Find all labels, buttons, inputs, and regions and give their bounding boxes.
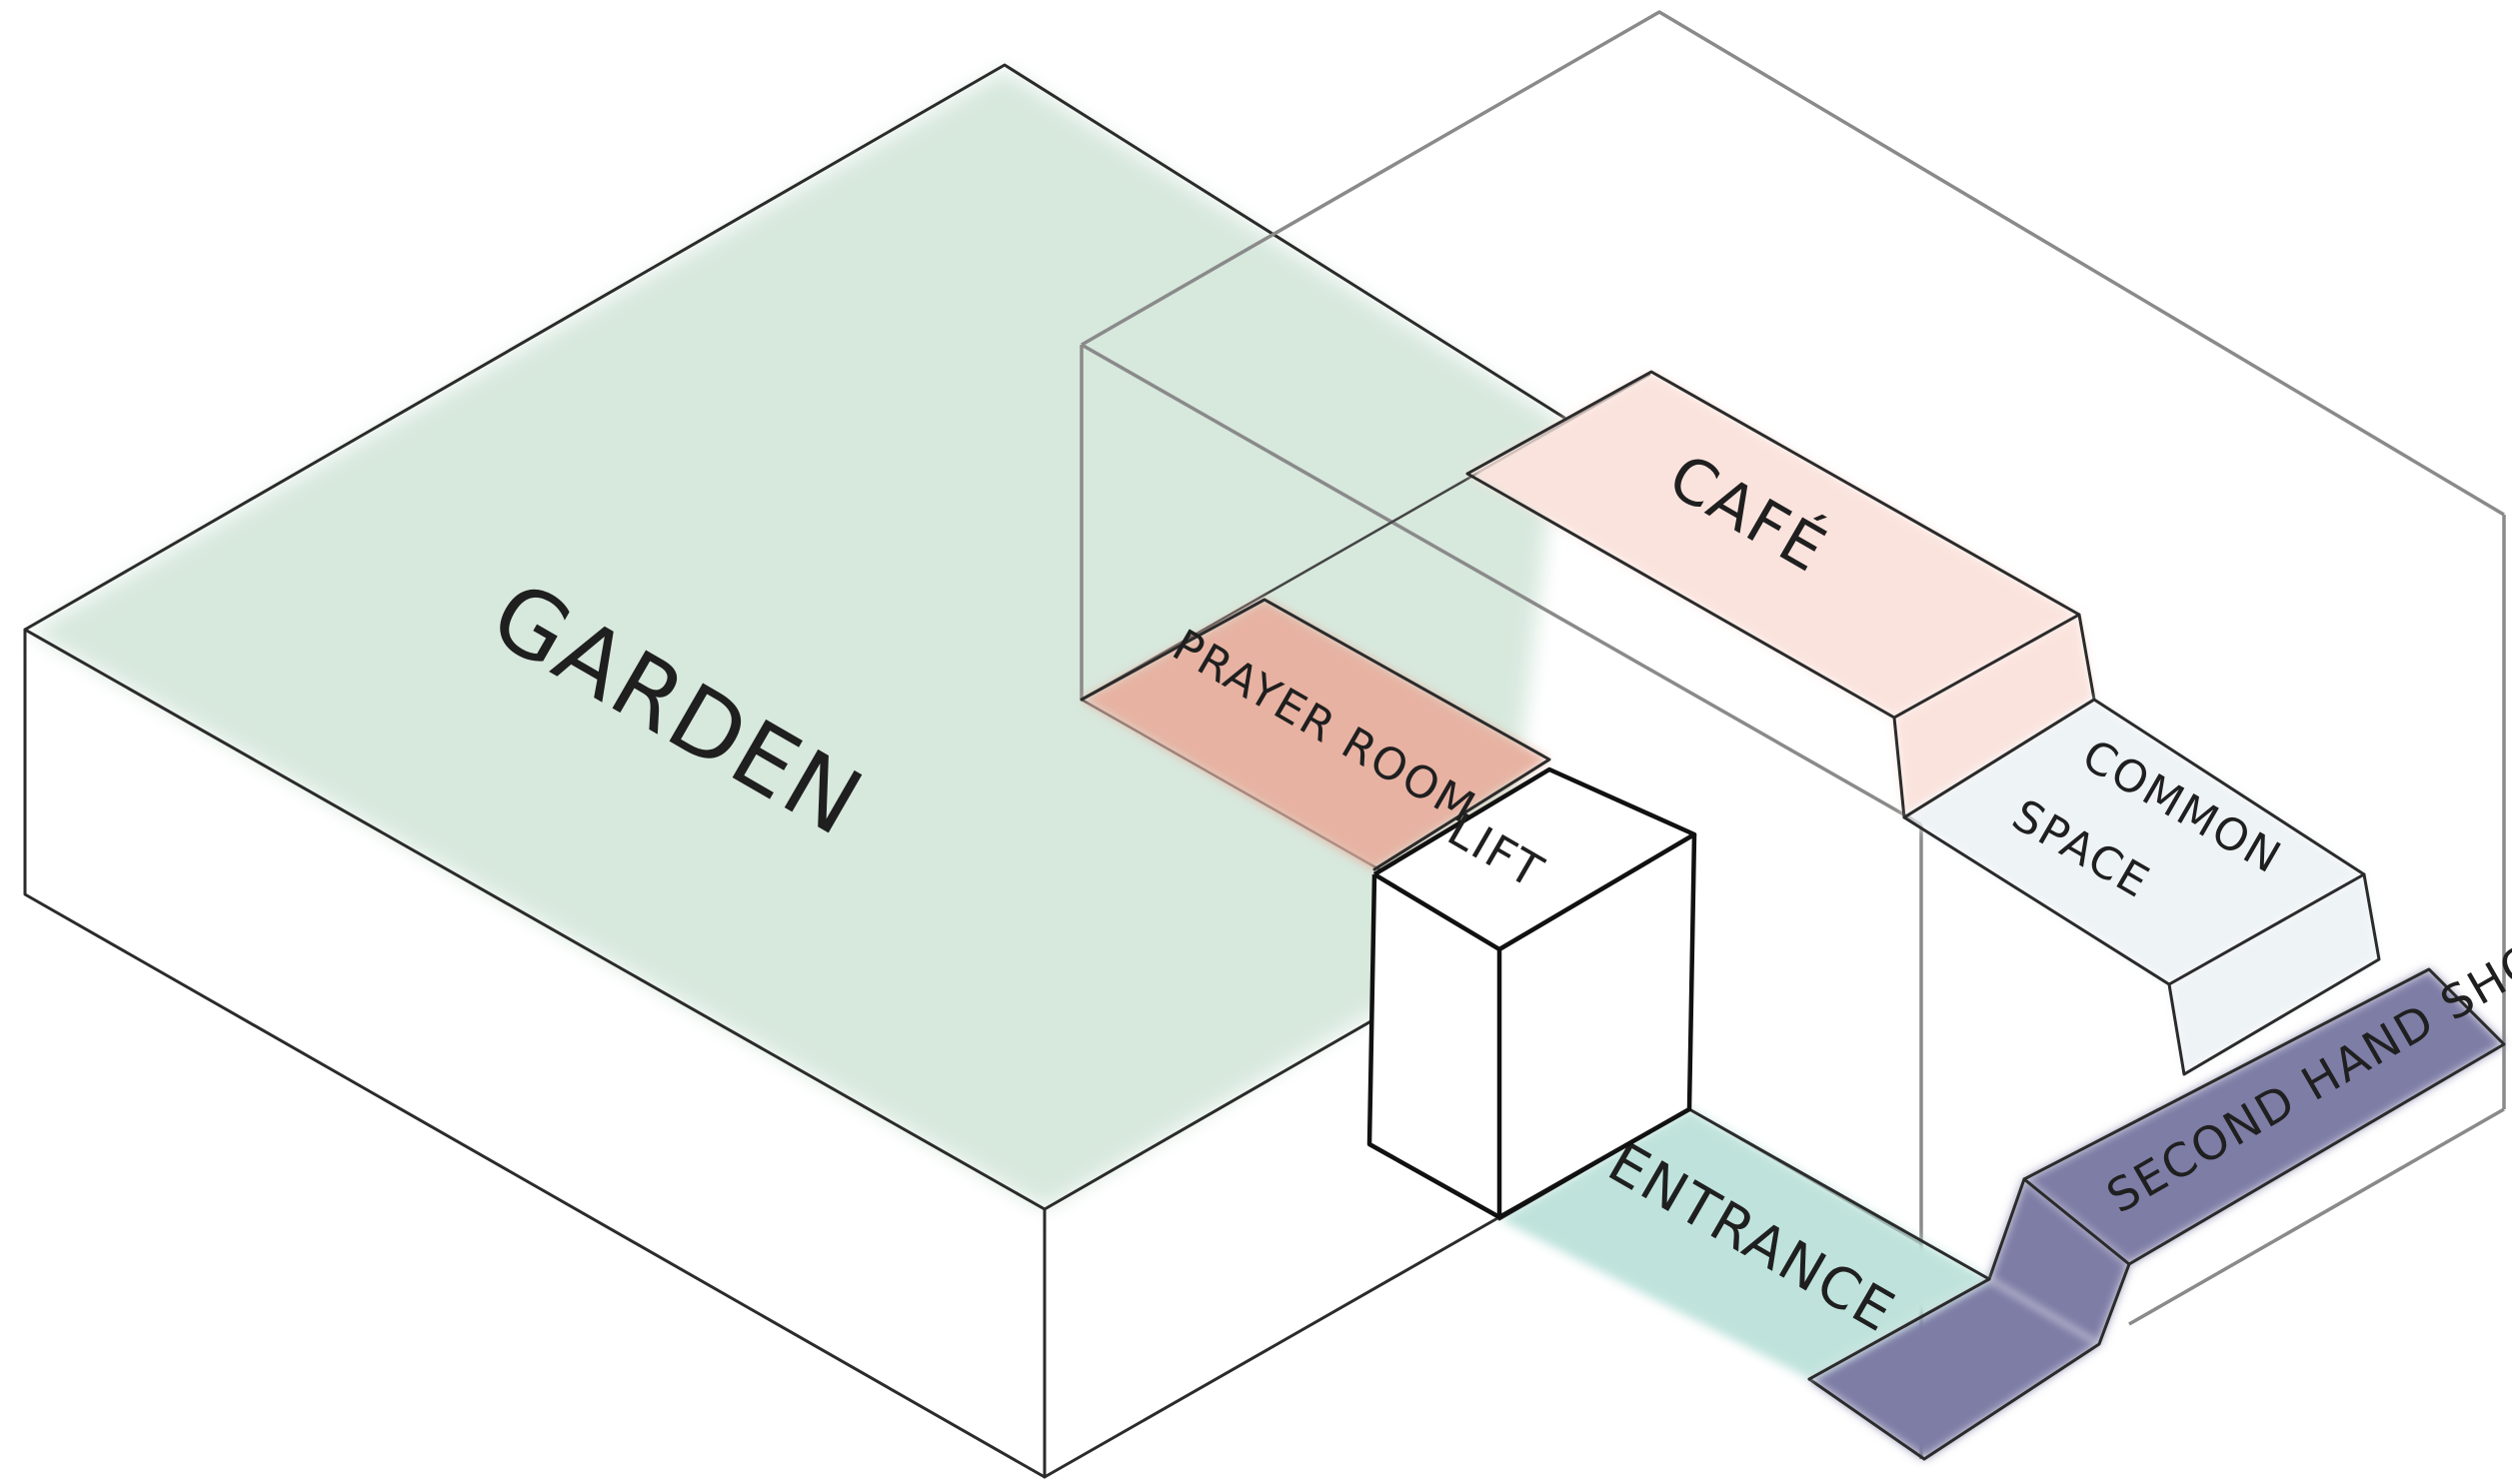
- prayer-room-top-fill: [1082, 600, 1549, 869]
- garden-left-face: [23, 628, 1047, 1479]
- entrance-top-fill: [1499, 1109, 1989, 1379]
- prayer-room-outline: [1080, 598, 1551, 871]
- second-hand-shop-step-fill: [1989, 1179, 2129, 1344]
- garden-top-fill: [30, 70, 1559, 1209]
- second-hand-shop-lower-fill: [1809, 1279, 2099, 1459]
- second-hand-shop-top-fill: [2024, 969, 2504, 1264]
- second-hand-shop-block: SECOND HAND SHOP: [1807, 916, 2512, 1461]
- common-space-front-outline: [2167, 872, 2381, 1076]
- lift-top-fill: [1374, 769, 1694, 949]
- lift-left-fill: [1369, 874, 1499, 1217]
- volume-top-edge: [1081, 10, 2505, 517]
- second-hand-shop-step-edge: [2022, 1177, 2131, 1266]
- garden-base-edge: [1043, 1215, 1501, 1479]
- volume-right-base: [2128, 1107, 2505, 1326]
- cafe-block: CAFÉ: [1465, 370, 2096, 819]
- cafe-top-fill: [1467, 372, 2079, 718]
- common-space-top-fill: [1904, 700, 2364, 984]
- garden-top-edge: [23, 63, 1566, 1211]
- building-volume: [1080, 10, 2506, 1459]
- garden-block: GARDEN: [23, 63, 1566, 1479]
- lift-right-fill: [1499, 834, 1694, 1217]
- common-space-front-fill: [2169, 874, 2379, 1074]
- volume-front-top-edge: [1081, 343, 1922, 826]
- cafe-front-fill: [1894, 615, 2094, 817]
- lift-block: LIFT: [1366, 766, 1697, 1220]
